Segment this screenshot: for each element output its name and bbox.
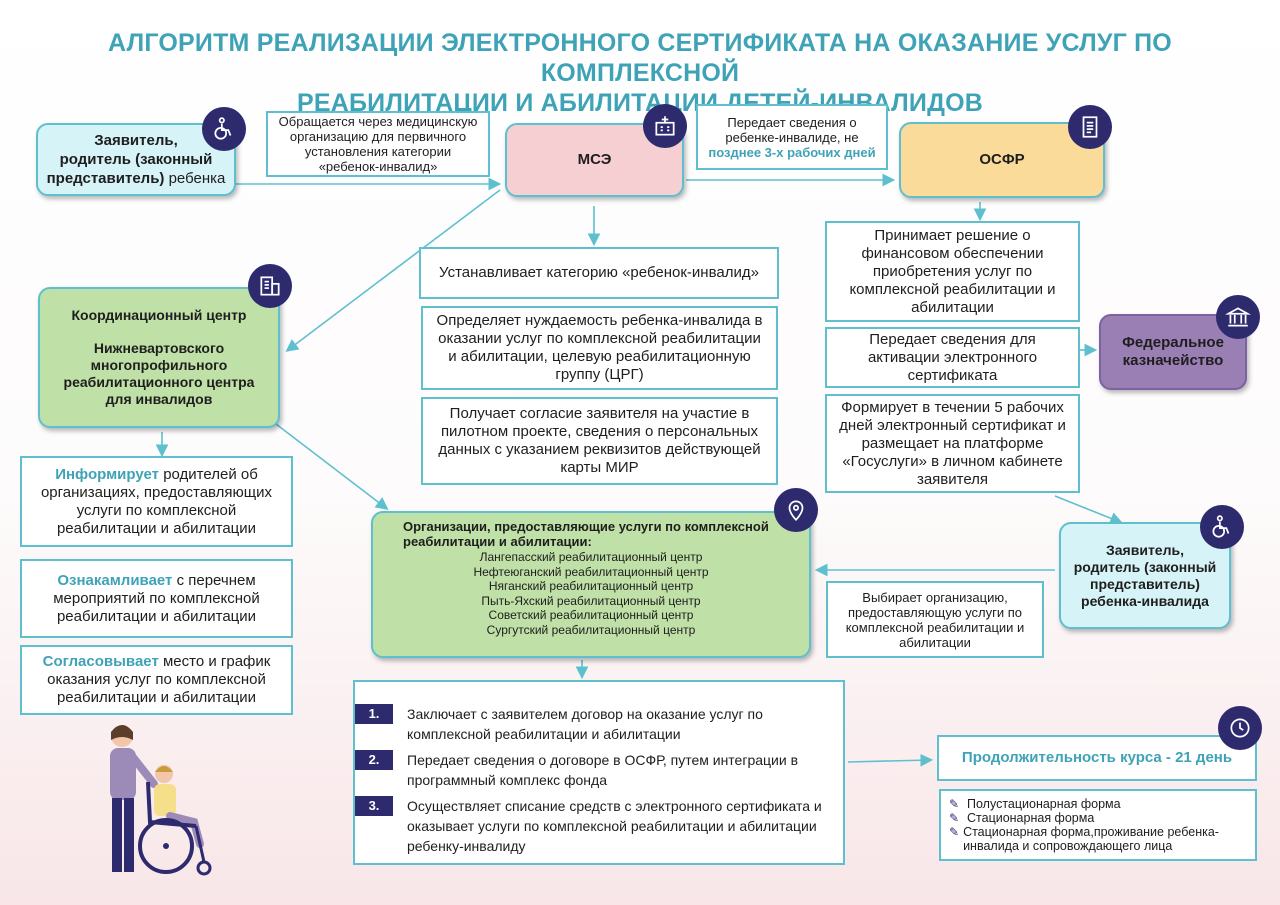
step-2-text: Передает сведения о договоре в ОСФР, пут…: [407, 752, 799, 788]
treasury-label: Федеральное казначейство: [1122, 334, 1224, 369]
edit-icon: ✎: [949, 811, 960, 825]
form-item-1-text: Полустационарная форма: [967, 797, 1121, 811]
choose-note: Выбирает организацию, предоставляющую ус…: [826, 581, 1044, 658]
applicant-line-2: родитель (законный: [59, 151, 213, 168]
coord-action-2-text: с перечнем мероприятий по комплексной ре…: [53, 571, 260, 625]
duration-label: Продолжительность курса - 21 день: [961, 749, 1233, 766]
applicant-line-3a: представитель): [46, 170, 165, 187]
coord-box: Координационный центр Нижневартовского м…: [38, 287, 280, 428]
note-osfr: Передает сведения о ребенке-инвалиде, не…: [696, 104, 888, 170]
applicant-box: Заявитель, родитель (законный представит…: [36, 123, 236, 196]
coord-line-2: Нижневартовского многопрофильного реабил…: [63, 340, 255, 407]
osfr-action-3: Формирует в течении 5 рабочих дней элект…: [825, 394, 1080, 493]
note-mse-text: Обращается через медицинскую организацию…: [278, 114, 478, 174]
org-item: Лангепасский реабилитационный центр: [479, 550, 703, 564]
org-item: Няганский реабилитационный центр: [488, 579, 694, 593]
applicant2-text: Заявитель, родитель (законный представит…: [1073, 541, 1217, 609]
building-icon: [248, 264, 292, 308]
note-mse: Обращается через медицинскую организацию…: [266, 111, 490, 177]
form-item-2-text: Стационарная форма: [967, 811, 1095, 825]
bank-icon: [1216, 295, 1260, 339]
coord-action-2: Ознакамливает с перечнем мероприятий по …: [20, 559, 293, 638]
page-title: АЛГОРИТМ РЕАЛИЗАЦИИ ЭЛЕКТРОННОГО СЕРТИФИ…: [20, 28, 1260, 118]
coord-action-3: Согласовывает место и график оказания ус…: [20, 645, 293, 715]
title-line-1: АЛГОРИТМ РЕАЛИЗАЦИИ ЭЛЕКТРОННОГО СЕРТИФИ…: [108, 29, 1172, 87]
org-item: Нефтеюганский реабилитационный центр: [473, 564, 709, 579]
note-osfr-text: Передает сведения о ребенке-инвалиде, не: [725, 114, 859, 145]
step-1: 1. Заключает с заявителем договор на ока…: [355, 704, 831, 744]
coord-action-1-highlight: Информирует: [55, 465, 160, 483]
org-item: Пыть-Яхский реабилитационный центр: [481, 593, 701, 608]
document-icon: [1068, 105, 1112, 149]
orgs-heading: Организации, предоставляющие услуги по к…: [403, 519, 769, 549]
coord-action-1-text: родителей об организациях, предоставляющ…: [40, 465, 273, 537]
coord-action-2-content: Ознакамливает с перечнем мероприятий по …: [30, 572, 283, 626]
form-item-1: ✎ Полустационарная форма: [949, 797, 1121, 811]
osfr-label: ОСФР: [979, 151, 1025, 168]
form-item-2: ✎ Стационарная форма: [949, 811, 1094, 825]
orgs-box: Организации, предоставляющие услуги по к…: [371, 511, 811, 658]
osfr-action-2: Передает сведения для активации электрон…: [825, 327, 1080, 388]
step-2-number: 2.: [355, 750, 393, 770]
osfr-action-2-text: Передает сведения для активации электрон…: [867, 330, 1038, 384]
duration-box: Продолжительность курса - 21 день: [937, 735, 1257, 781]
org-item: Советский реабилитационный центр: [488, 608, 694, 622]
coord-line-1: Координационный центр: [71, 307, 247, 323]
step-2: 2. Передает сведения о договоре в ОСФР, …: [355, 750, 831, 790]
map-pin-icon: [774, 488, 818, 532]
clock-icon: [1218, 706, 1262, 750]
osfr-action-1: Принимает решение о финансовом обеспечен…: [825, 221, 1080, 322]
note-osfr-highlight: позднее 3-х рабочих дней: [708, 144, 876, 160]
hospital-icon: [643, 104, 687, 148]
coord-action-1: Информирует родителей об организациях, п…: [20, 456, 293, 547]
mse-action-1: Устанавливает категорию «ребенок-инвалид…: [419, 247, 779, 299]
mse-label: МСЭ: [577, 151, 612, 168]
applicant-line-1: Заявитель,: [94, 132, 178, 149]
mse-action-2-text: Определяет нуждаемость ребенка-инвалида …: [436, 312, 763, 383]
form-item-3-text: Стационарная форма,проживание ребенка-ин…: [963, 825, 1219, 853]
wheelchair-icon-2: [1200, 505, 1244, 549]
choose-note-text: Выбирает организацию, предоставляющую ус…: [845, 589, 1025, 650]
osfr-action-1-text: Принимает решение о финансовом обеспечен…: [849, 226, 1056, 316]
arrow-steps-to-duration: [847, 753, 934, 767]
org-item: Сургутский реабилитационный центр: [486, 622, 696, 637]
step-1-text: Заключает с заявителем договор на оказан…: [407, 706, 763, 742]
mse-action-3: Получает согласие заявителя на участие в…: [421, 397, 778, 485]
step-3-text: Осуществляет списание средств с электрон…: [407, 798, 822, 854]
wheelchair-icon: [202, 107, 246, 151]
forms-box: ✎ Полустационарная форма ✎ Стационарная …: [939, 789, 1257, 861]
wheelchair-illustration: [110, 725, 212, 876]
applicant2-box: Заявитель, родитель (законный представит…: [1059, 522, 1231, 629]
coord-action-1-content: Информирует родителей об организациях, п…: [30, 466, 283, 538]
osfr-action-3-text: Формирует в течении 5 рабочих дней элект…: [839, 398, 1066, 488]
form-item-3: ✎ Стационарная форма,проживание ребенка-…: [949, 825, 1247, 853]
step-3-number: 3.: [355, 796, 393, 816]
edit-icon: ✎: [949, 825, 960, 839]
step-1-number: 1.: [355, 704, 393, 724]
coord-action-3-text: место и график оказания услуг по комплек…: [47, 653, 271, 706]
mse-action-1-text: Устанавливает категорию «ребенок-инвалид…: [439, 264, 759, 281]
step-3: 3. Осуществляет списание средств с элект…: [355, 796, 831, 856]
arrow-osfr-to-applicant2: [1054, 495, 1123, 525]
coord-action-2-highlight: Ознакамливает: [57, 571, 173, 589]
coord-action-3-highlight: Согласовывает: [42, 653, 159, 670]
osfr-box: ОСФР: [899, 122, 1105, 198]
mse-action-2: Определяет нуждаемость ребенка-инвалида …: [421, 306, 778, 390]
applicant-line-3: представитель) ребенка: [47, 169, 226, 188]
coord-action-3-content: Согласовывает место и график оказания ус…: [30, 653, 283, 707]
orgs-list: Лангепасский реабилитационный центр Нефт…: [473, 550, 708, 637]
applicant-line-3b: ребенка: [168, 170, 226, 187]
steps-box: 1. Заключает с заявителем договор на ока…: [353, 680, 845, 865]
mse-action-3-text: Получает согласие заявителя на участие в…: [438, 405, 761, 476]
edit-icon: ✎: [949, 797, 960, 811]
